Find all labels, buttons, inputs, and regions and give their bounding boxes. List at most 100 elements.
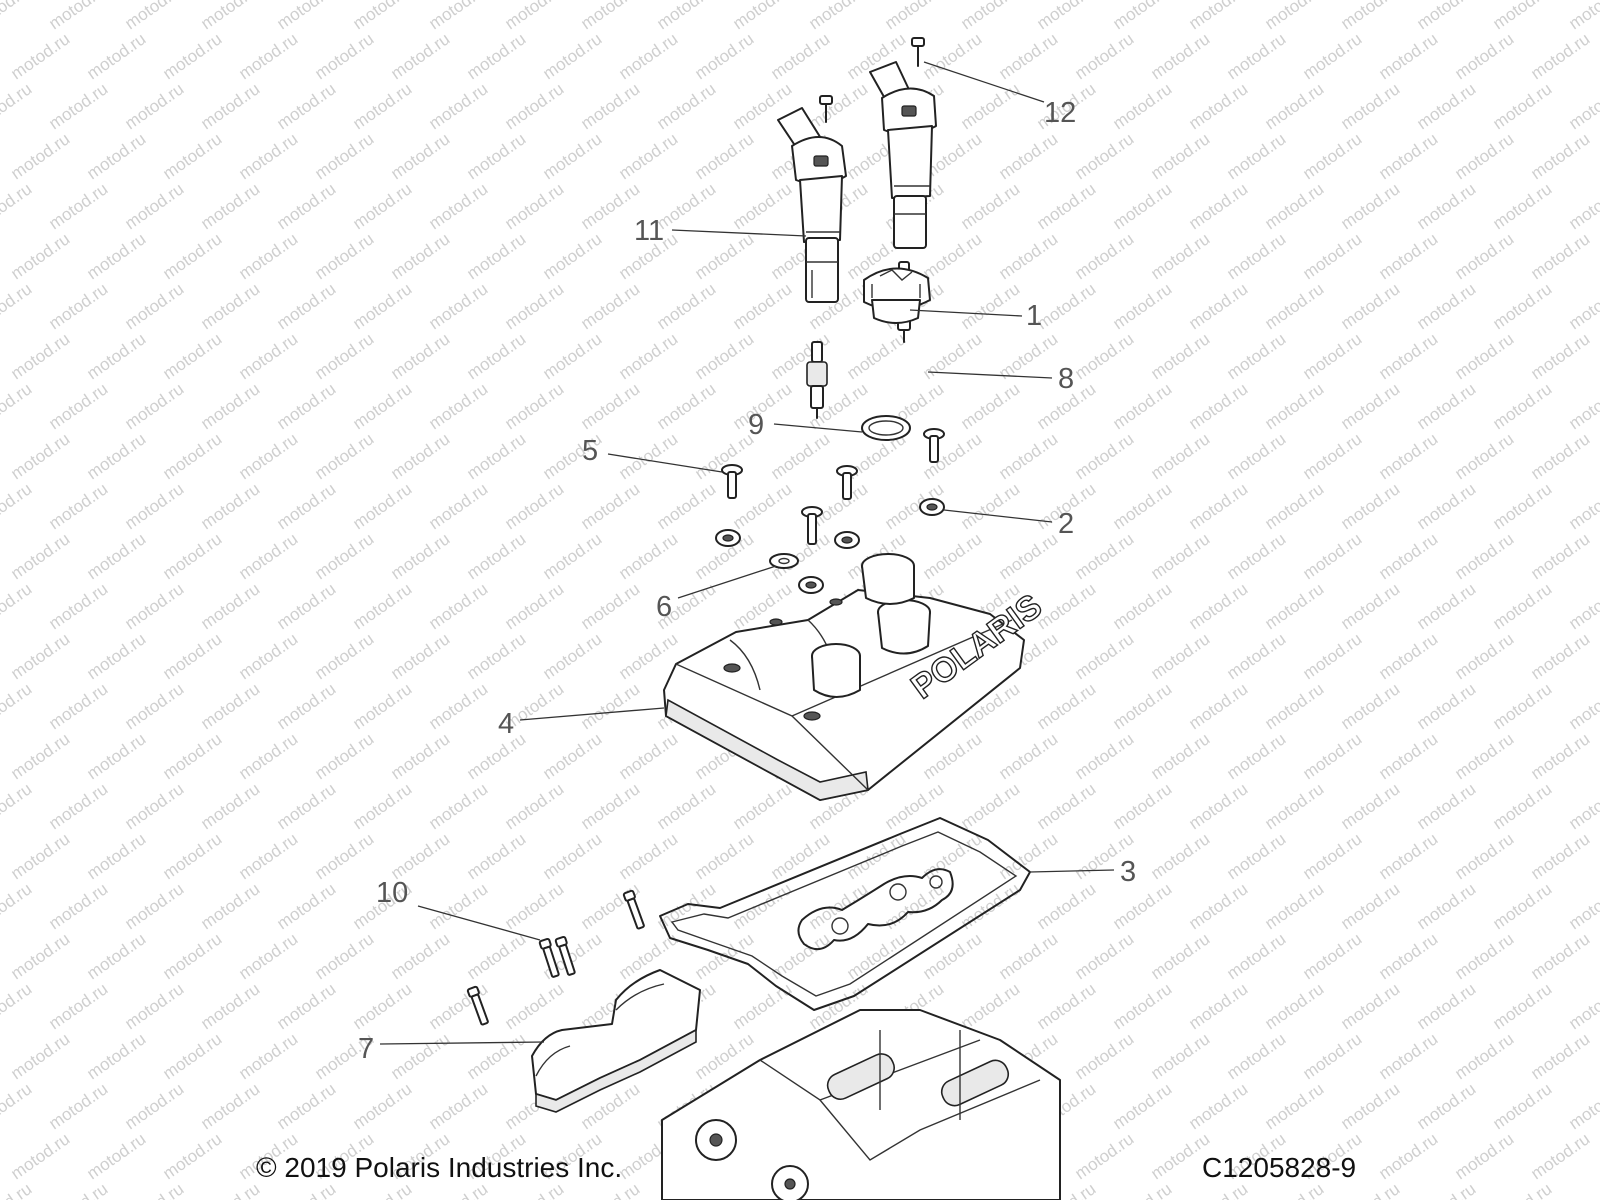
watermark-text: motod.ru [1223,1029,1289,1083]
watermark-text: motod.ru [0,1079,35,1133]
watermark-text: motod.ru [197,179,263,233]
watermark-text: motod.ru [425,279,491,333]
watermark-text: motod.ru [197,279,263,333]
watermark-text: motod.ru [1147,429,1213,483]
watermark-text: motod.ru [577,579,643,633]
watermark-text: motod.ru [1413,979,1479,1033]
watermark-text: motod.ru [1223,129,1289,183]
watermark-text: motod.ru [1299,429,1365,483]
watermark-text: motod.ru [957,479,1023,533]
ignition-coil-left [777,107,847,303]
watermark-text: motod.ru [45,579,111,633]
watermark-text: motod.ru [1185,979,1251,1033]
coil-bolt [819,37,925,123]
watermark-text: motod.ru [197,779,263,833]
watermark-text: motod.ru [45,879,111,933]
leader-line-1 [909,309,1023,317]
watermark-text: motod.ru [577,679,643,733]
watermark-text: motod.ru [1109,1079,1175,1133]
watermark-text: motod.ru [501,0,567,33]
watermark-text: motod.ru [121,479,187,533]
watermark-text: motod.ru [1375,729,1441,783]
watermark-text: motod.ru [0,579,35,633]
watermark-text: motod.ru [273,179,339,233]
watermark-text: motod.ru [1299,829,1365,883]
watermark-text: motod.ru [1451,129,1517,183]
watermark-text: motod.ru [1033,579,1099,633]
watermark-text: motod.ru [615,329,681,383]
watermark-text: motod.ru [235,829,301,883]
watermark-text: motod.ru [45,379,111,433]
watermark-text: motod.ru [7,129,73,183]
watermark-text: motod.ru [1261,0,1327,33]
watermark-text: motod.ru [1033,679,1099,733]
callout-labels: 1 2 3 4 5 6 7 8 9 10 11 12 [358,97,1136,1065]
oil-filler-cap [863,267,931,324]
watermark-text: motod.ru [1223,229,1289,283]
watermark-text: motod.ru [45,279,111,333]
watermark-text: motod.ru [0,679,35,733]
watermark-text: motod.ru [311,929,377,983]
leader-line-10 [417,905,541,941]
watermark-text: motod.ru [1299,29,1365,83]
watermark-text: motod.ru [1109,1179,1175,1200]
watermark-text: motod.ru [1489,1179,1555,1200]
watermark-text: motod.ru [1071,29,1137,83]
watermark-text: motod.ru [463,529,529,583]
watermark-text: motod.ru [121,1179,187,1200]
watermark-text: motod.ru [1527,529,1593,583]
watermark-text: motod.ru [463,429,529,483]
watermark-text: motod.ru [1299,629,1365,683]
watermark-text: motod.ru [1527,1029,1593,1083]
watermark-text: motod.ru [463,629,529,683]
watermark-text: motod.ru [1071,929,1137,983]
watermark-text: motod.ru [1527,629,1593,683]
leader-line-6 [677,565,777,599]
watermark-text: motod.ru [1413,1079,1479,1133]
watermark-text: motod.ru [919,929,985,983]
watermark-text: motod.ru [1109,679,1175,733]
watermark-text: motod.ru [1033,879,1099,933]
watermark-text: motod.ru [805,0,871,33]
watermark-text: motod.ru [957,879,1023,933]
watermark-text: motod.ru [1223,629,1289,683]
watermark-text: motod.ru [159,329,225,383]
watermark-text: motod.ru [1223,729,1289,783]
watermark-text: motod.ru [425,679,491,733]
watermark-text: motod.ru [843,329,909,383]
watermark-text: motod.ru [1337,179,1403,233]
watermark-text: motod.ru [235,729,301,783]
watermark-text: motod.ru [1565,579,1600,633]
watermark-text: motod.ru [1527,729,1593,783]
watermark-text: motod.ru [1337,1079,1403,1133]
watermark-text: motod.ru [1185,579,1251,633]
watermark-text: motod.ru [45,0,111,33]
watermark-text: motod.ru [349,679,415,733]
watermark-text: motod.ru [197,979,263,1033]
watermark-text: motod.ru [1109,79,1175,133]
watermark-text: motod.ru [1223,829,1289,883]
watermark-text: motod.ru [463,1029,529,1083]
watermark-text: motod.ru [1413,0,1479,33]
watermark-text: motod.ru [311,29,377,83]
watermark-text: motod.ru [273,579,339,633]
watermark-text: motod.ru [197,0,263,33]
watermark-text: motod.ru [0,0,35,33]
watermark-text: motod.ru [83,829,149,883]
watermark-text: motod.ru [1337,879,1403,933]
watermark-text: motod.ru [1375,529,1441,583]
watermark-text: motod.ru [1451,529,1517,583]
watermark-text: motod.ru [653,379,719,433]
watermark-text: motod.ru [1337,379,1403,433]
watermark-text: motod.ru [311,229,377,283]
watermark-text: motod.ru [387,929,453,983]
watermark-text: motod.ru [1413,479,1479,533]
watermark-text: motod.ru [1337,579,1403,633]
watermark-text: motod.ru [805,879,871,933]
watermark-text: motod.ru [1299,329,1365,383]
valve-cover-gasket [659,817,1031,1011]
watermark-text: motod.ru [1109,279,1175,333]
watermark-text: motod.ru [1147,729,1213,783]
watermark-text: motod.ru [349,479,415,533]
